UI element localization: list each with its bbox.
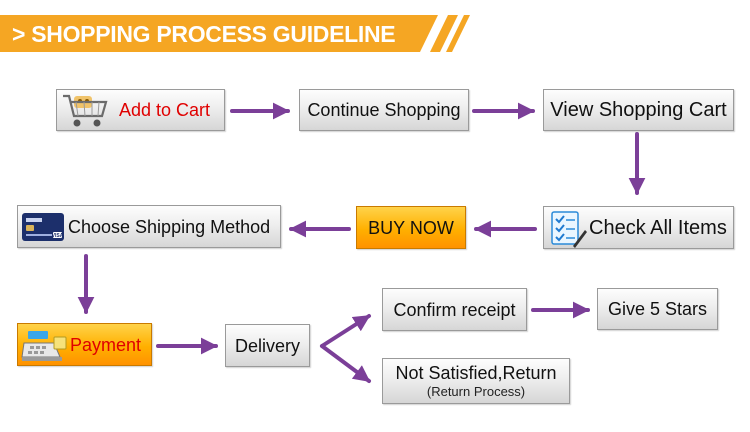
step-delivery: Delivery — [225, 324, 310, 367]
title-prefix: > — [12, 21, 26, 47]
header-banner — [0, 15, 470, 52]
step-label: Check All Items — [589, 216, 727, 239]
step-not-satisfied-return: Not Satisfied,Return (Return Process) — [382, 358, 570, 404]
step-add-to-cart: Add to Cart — [56, 89, 225, 131]
checklist-icon — [551, 210, 587, 248]
step-label: Choose Shipping Method — [68, 216, 271, 237]
step-label: Add to Cart — [119, 100, 211, 120]
step-buy-now: BUY NOW — [356, 206, 466, 249]
step-label: Delivery — [234, 335, 300, 356]
arrow-delivery-to-confirm — [320, 314, 371, 348]
cash-register-icon — [21, 330, 67, 361]
arrow-delivery-to-return — [320, 344, 371, 383]
step-check-all-items: Check All Items — [543, 206, 734, 249]
step-label: Not Satisfied,Return — [395, 362, 557, 383]
step-give-5-stars: Give 5 Stars — [597, 288, 718, 330]
step-sublabel: (Return Process) — [426, 383, 526, 399]
step-payment: Payment — [17, 323, 152, 366]
step-label: BUY NOW — [368, 217, 454, 238]
title-text: SHOPPING PROCESS GUIDELINE — [31, 21, 396, 47]
step-label: Payment — [70, 334, 142, 355]
shopping-cart-icon — [63, 94, 108, 127]
page-title: > SHOPPING PROCESS GUIDELINE — [12, 20, 396, 48]
step-continue-shopping: Continue Shopping — [299, 89, 469, 131]
svg-text:VISA: VISA — [52, 233, 64, 239]
step-label: Give 5 Stars — [607, 299, 708, 319]
step-confirm-receipt: Confirm receipt — [382, 288, 527, 331]
step-label: Continue Shopping — [307, 100, 461, 120]
step-label: Confirm receipt — [393, 299, 516, 320]
credit-card-icon: VISA — [22, 212, 64, 241]
step-view-shopping-cart: View Shopping Cart — [543, 89, 734, 131]
step-choose-shipping-method: VISA Choose Shipping Method — [17, 205, 281, 248]
step-label: View Shopping Cart — [550, 99, 727, 121]
